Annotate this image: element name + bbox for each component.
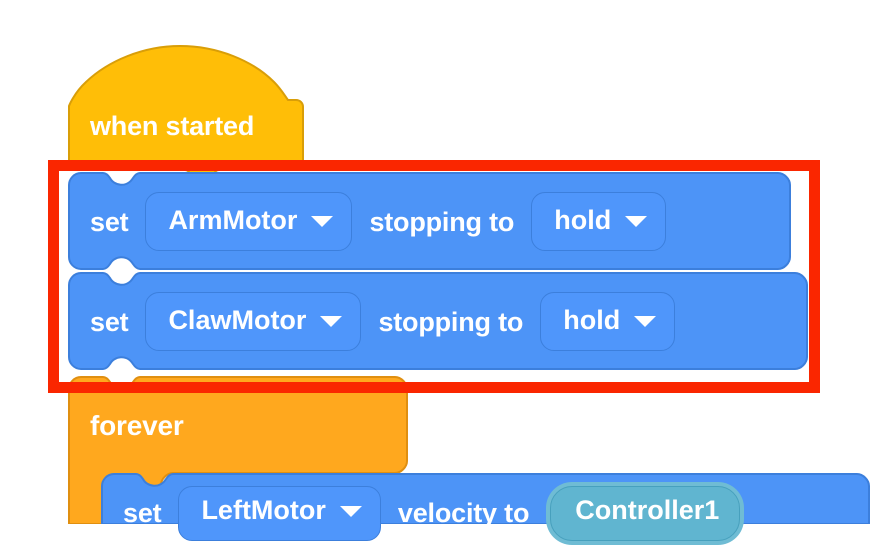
- stopping-mode-value: hold: [554, 205, 612, 235]
- when-started-shape: [68, 44, 304, 178]
- stopping-to-label: stopping to: [369, 207, 515, 237]
- set-keyword-label: set: [90, 307, 129, 337]
- chevron-down-icon: [634, 316, 657, 327]
- motor-dropdown-leftmotor[interactable]: LeftMotor: [178, 486, 381, 541]
- stopping-to-label: stopping to: [378, 307, 524, 337]
- motor-dropdown-value: ArmMotor: [168, 205, 298, 235]
- block-when-started[interactable]: when started: [68, 44, 304, 178]
- motor-dropdown-value: LeftMotor: [201, 495, 326, 525]
- set-keyword-label: set: [123, 498, 162, 528]
- stopping-mode-dropdown-hold[interactable]: hold: [540, 292, 676, 351]
- set-keyword-label: set: [90, 207, 129, 237]
- forever-label: forever: [90, 410, 184, 441]
- reporter-wrapper: Controller1: [546, 482, 745, 545]
- reporter-value: Controller1: [575, 495, 720, 525]
- stopping-mode-dropdown-hold[interactable]: hold: [531, 192, 667, 251]
- chevron-down-icon: [625, 216, 648, 227]
- block-set-leftmotor-velocity[interactable]: set LeftMotor velocity to Controller1: [101, 473, 870, 545]
- velocity-to-label: velocity to: [397, 498, 530, 528]
- block-set-clawmotor-stopping[interactable]: set ClawMotor stopping to hold: [68, 272, 808, 371]
- motor-dropdown-clawmotor[interactable]: ClawMotor: [145, 292, 362, 351]
- when-started-label: when started: [90, 111, 255, 141]
- motor-dropdown-value: ClawMotor: [168, 305, 307, 335]
- chevron-down-icon: [311, 216, 334, 227]
- reporter-controller1[interactable]: Controller1: [550, 486, 741, 541]
- motor-dropdown-armmotor[interactable]: ArmMotor: [145, 192, 353, 251]
- chevron-down-icon: [339, 506, 362, 517]
- stopping-mode-value: hold: [563, 305, 621, 335]
- chevron-down-icon: [320, 316, 343, 327]
- block-set-armmotor-stopping[interactable]: set ArmMotor stopping to hold: [68, 172, 791, 271]
